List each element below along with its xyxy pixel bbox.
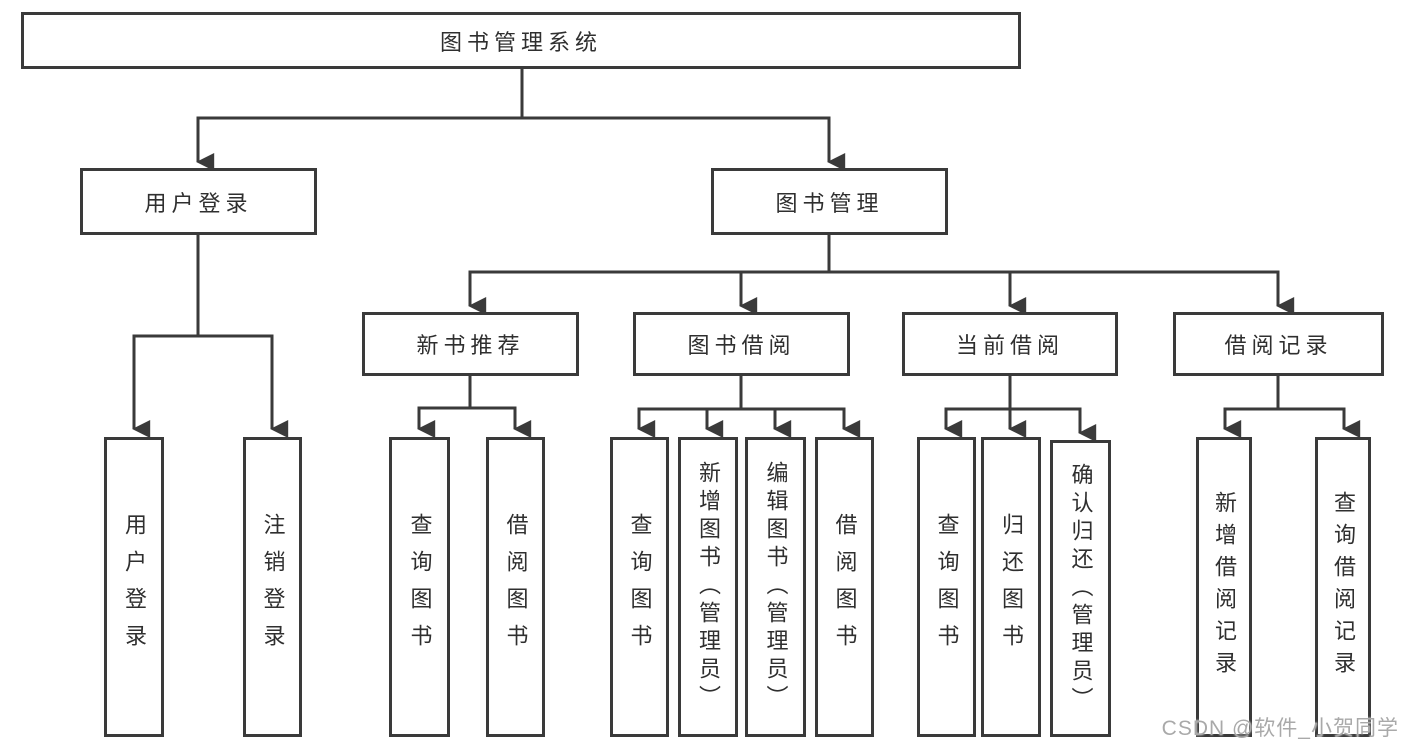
node-current-borrow: 当前借阅 <box>902 312 1118 376</box>
leaf-return-books: 归还图书 <box>981 437 1041 737</box>
leaf-label: 用户登录 <box>122 513 147 661</box>
leaf-label: 查询图书 <box>934 513 960 661</box>
leaf-borrow-books: 借阅图书 <box>486 437 545 737</box>
leaf-label: 确认归还（管理员） <box>1068 462 1094 715</box>
leaf-query-borrow-record: 查询借阅记录 <box>1315 437 1371 737</box>
leaf-label: 新增图书（管理员） <box>696 461 721 713</box>
node-root: 图书管理系统 <box>21 12 1021 69</box>
leaf-label: 归还图书 <box>999 513 1024 661</box>
leaf-query-books: 查询图书 <box>917 437 976 737</box>
node-new-book-recommend: 新书推荐 <box>362 312 579 376</box>
leaf-user-login: 用户登录 <box>104 437 164 737</box>
node-label: 图书借阅 <box>687 333 796 358</box>
leaf-query-books: 查询图书 <box>610 437 669 737</box>
leaf-add-borrow-record: 新增借阅记录 <box>1196 437 1252 737</box>
leaf-label: 新增借阅记录 <box>1212 491 1237 683</box>
leaf-edit-books-admin: 编辑图书（管理员） <box>745 437 806 737</box>
leaf-confirm-return-admin: 确认归还（管理员） <box>1050 440 1111 737</box>
leaf-query-books: 查询图书 <box>389 437 450 737</box>
leaf-label: 查询图书 <box>407 513 433 661</box>
leaf-add-books-admin: 新增图书（管理员） <box>678 437 738 737</box>
node-label: 图书管理 <box>775 190 884 216</box>
leaf-label: 查询图书 <box>627 513 653 661</box>
node-label: 新书推荐 <box>416 333 525 358</box>
node-book-management: 图书管理 <box>711 168 948 235</box>
node-label: 当前借阅 <box>955 333 1064 358</box>
leaf-label: 注销登录 <box>260 513 286 661</box>
node-label: 用户登录 <box>144 190 253 216</box>
node-root-label: 图书管理系统 <box>439 29 602 55</box>
node-book-borrow: 图书借阅 <box>633 312 850 376</box>
leaf-label: 借阅图书 <box>832 513 858 661</box>
leaf-logout: 注销登录 <box>243 437 302 737</box>
csdn-watermark: CSDN @软件_小贺同学 <box>1161 717 1399 740</box>
node-label: 借阅记录 <box>1224 333 1333 358</box>
node-borrow-record: 借阅记录 <box>1173 312 1384 376</box>
leaf-label: 查询借阅记录 <box>1331 491 1356 683</box>
leaf-borrow-books: 借阅图书 <box>815 437 874 737</box>
leaf-label: 编辑图书（管理员） <box>763 461 789 713</box>
node-user-login: 用户登录 <box>80 168 317 235</box>
leaf-label: 借阅图书 <box>503 513 529 661</box>
